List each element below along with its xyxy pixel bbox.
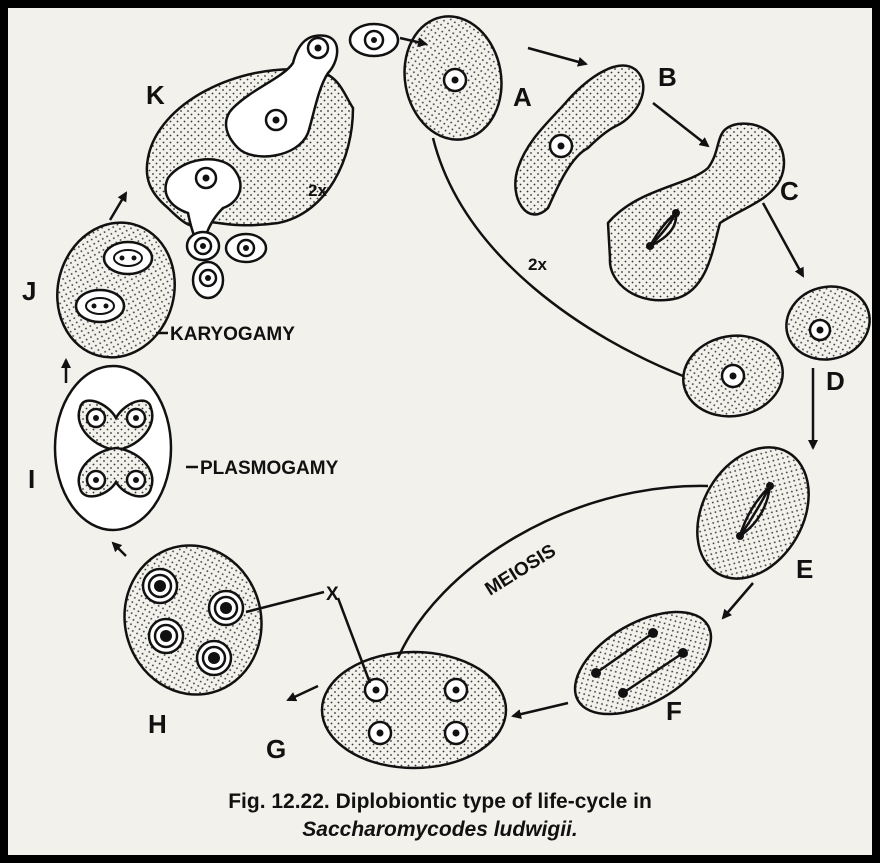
meiosis-label: MEIOSIS: [482, 540, 560, 600]
stage-k-ascus: [147, 24, 398, 298]
stage-label-i: I: [28, 464, 35, 494]
figure-caption: Fig. 12.22. Diplobiontic type of life-cy…: [8, 790, 872, 814]
plasmogamy-label: PLASMOGAMY: [200, 458, 339, 479]
spore-icon: [197, 641, 231, 675]
x-label: X: [326, 584, 339, 605]
life-cycle-diagram: A B C D E F G H I J K KARYOGAMY PLASMOGA…: [8, 8, 872, 788]
stage-label-j: J: [22, 276, 36, 306]
stage-i-ascus: [55, 366, 171, 530]
ploidy-label-top: 2x: [308, 181, 327, 200]
stage-f-cell: [558, 591, 728, 735]
stage-c-cell: [608, 124, 784, 301]
spore-icon: [209, 591, 243, 625]
ploidy-label-curve: 2x: [528, 255, 547, 274]
stage-a-cell: [395, 9, 511, 148]
stage-label-h: H: [148, 709, 167, 739]
stage-label-a: A: [513, 82, 532, 112]
figure-caption-species: Saccharomycodes ludwigii.: [8, 818, 872, 842]
stage-label-b: B: [658, 62, 677, 92]
stage-b-cell: [515, 66, 643, 215]
spore-icon: [143, 569, 177, 603]
spore-icon: [149, 619, 183, 653]
stage-label-c: C: [780, 176, 799, 206]
stage-label-d: D: [826, 366, 845, 396]
stage-label-e: E: [796, 554, 813, 584]
karyogamy-label: KARYOGAMY: [170, 324, 295, 345]
stage-label-g: G: [266, 734, 286, 764]
stage-d-cells: [677, 277, 872, 424]
figure-panel: A B C D E F G H I J K KARYOGAMY PLASMOGA…: [8, 8, 872, 855]
stage-j-ascus: [42, 209, 189, 370]
stage-h-ascus: [108, 530, 278, 710]
stage-g-ascus: [322, 652, 506, 768]
stage-label-k: K: [146, 80, 165, 110]
stage-label-f: F: [666, 696, 682, 726]
